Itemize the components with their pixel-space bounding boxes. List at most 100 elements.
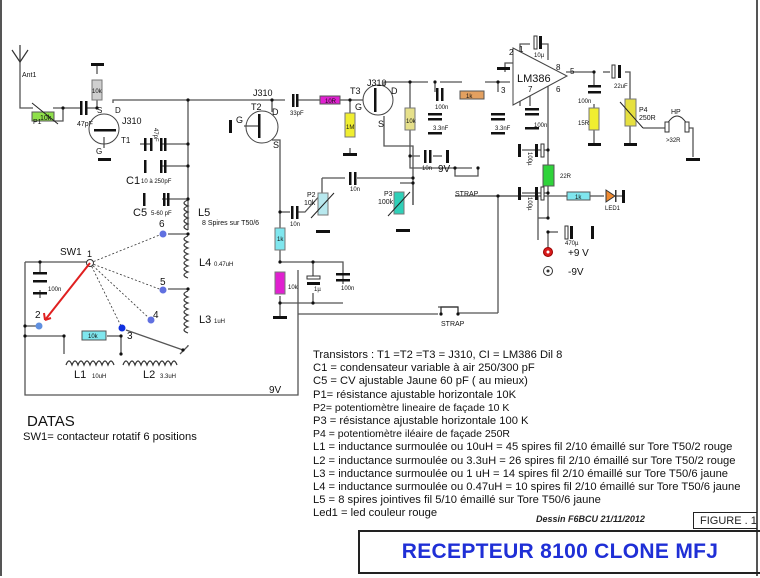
ground-icon [396,229,410,232]
capacitor-in [80,101,88,115]
p3-arrow-icon [387,191,411,217]
note-line: L3 = inductance surmoulée ou 1 uH = 14 s… [313,467,729,480]
sw1-pos6-label: 6 [159,219,165,230]
c-1u-label: 1µ [314,287,321,293]
t3-s: S [378,119,384,129]
c1-label: C1 [126,175,140,187]
r-10k-src-label: 10k [288,285,299,291]
capacitors-tuning [143,138,170,206]
sw1-pos4[interactable] [147,316,155,324]
t2-gate-bar [258,114,261,138]
antenna-icon [11,45,29,64]
l4-value: 0.47uH [214,262,233,268]
c-10n-plate [446,150,449,163]
ground-icon [591,226,594,239]
lm386-pin8: 8 [556,63,561,72]
lm386-pin3: 3 [501,86,506,95]
component-notes: Transistors : T1 =T2 =T3 = J310, CI = LM… [313,349,740,521]
p2-arrow-icon [310,192,335,219]
p2-label: P2 [307,192,316,199]
headphones-icon [664,115,690,133]
c-3n3-a-label: 3.3nF [433,126,449,132]
c-100n-p7-label: 100n [534,123,547,129]
c-22u-label: 22uF [614,84,628,90]
plus9v-dot [546,250,550,254]
ground-icon [588,143,601,146]
note-line: P3 = résistance ajustable horizontale 10… [313,415,529,428]
c-100u-a-plate [518,144,521,157]
coils [65,199,190,367]
t3-g: G [355,102,362,112]
t3-gate-bar [374,88,377,112]
c-3n3-b-label: 3.3nF [495,126,511,132]
t2-transistor-icon [245,110,279,144]
lm386-pin6: 6 [556,85,561,94]
sw1-pos3[interactable] [118,324,126,332]
note-line: C1 = condensateur variable à air 250/300… [313,362,535,375]
audio-filter-caps [428,88,539,135]
c-10n-p3-plate [354,172,357,185]
note-line: Transistors : T1 =T2 =T3 = J310, CI = LM… [313,349,563,361]
c-100u-a-plate [535,144,538,157]
r-22r-label: 22R [560,174,572,180]
p3-value: 100k [378,199,394,206]
ground-icon [686,158,700,161]
c-100n-src-label: 100n [341,286,354,292]
c33-plate [292,94,295,107]
t3-d: D [391,86,398,96]
note-line: L4 = inductance surmoulée ou 0.47uH = 10… [313,481,741,494]
t1-type: J310 [122,116,142,126]
resistor-15r [588,107,600,131]
c-100u-a-plate [540,143,545,158]
resistor-10k-t1 [91,79,103,101]
c-10u-plate [533,35,538,50]
p4-pot [624,98,637,127]
c5-label: C5 [133,207,147,219]
led1-bar [615,190,617,202]
sw1-pos3-label: 3 [127,331,133,342]
c-100u-b-label: 100µ [526,197,532,211]
ground-icon [98,158,111,161]
sw1-pos2[interactable] [35,322,43,330]
p3-label: P3 [384,191,393,198]
sw1-pos2-label: 2 [35,310,41,321]
c33-plate [296,94,299,107]
resistor-10r [319,95,341,105]
note-line: L5 = 8 spires jointives fil 5/10 émaillé… [313,494,601,507]
resistor-1k-led [566,191,591,201]
resistor-10k-src [274,271,286,295]
r-10r-label: 10R [325,99,337,105]
sw1-pos1-label: 1 [87,249,92,259]
l3-label: L3 [199,314,211,326]
resistor-1k-audio [459,90,485,100]
t1-s: S [97,106,102,115]
sw1-pos6[interactable] [159,230,167,238]
c-470u-label: 470µ [565,241,579,247]
c-sw-plate [33,272,47,275]
sw1-note: SW1= contacteur rotatif 6 positions [23,431,197,443]
t1-g: G [96,147,102,156]
c-100n-a-label: 100n [435,105,448,111]
c-22u-plate [611,64,616,79]
strap-2[interactable] [440,306,459,314]
junction-dots [23,70,596,356]
c-in-label: 47pF [77,121,93,128]
t3-name: T3 [350,86,361,96]
c33-label: 33pF [290,111,304,117]
strap-label-1: STRAP [455,191,479,198]
c-47pf-label: 47pF [152,128,158,142]
antenna-label: Ant1 [22,72,37,79]
l2-value: 3.3uH [160,374,176,380]
c-100u-b-plate [518,187,521,200]
label-9v: 9V [438,164,451,175]
note-line: P1= résistance ajustable horizontale 10K [313,388,517,401]
c-100n-out-plate [588,85,601,88]
t3-transistor-icon [362,84,394,116]
sw1-pos5-label: 5 [160,277,166,288]
c-100u-a-label: 100µ [526,152,532,166]
sw1-pos5[interactable] [159,286,167,294]
c-10n-p2-label: 10n [290,222,300,228]
title-box: RECEPTEUR 8100 CLONE MFJ [358,530,760,574]
